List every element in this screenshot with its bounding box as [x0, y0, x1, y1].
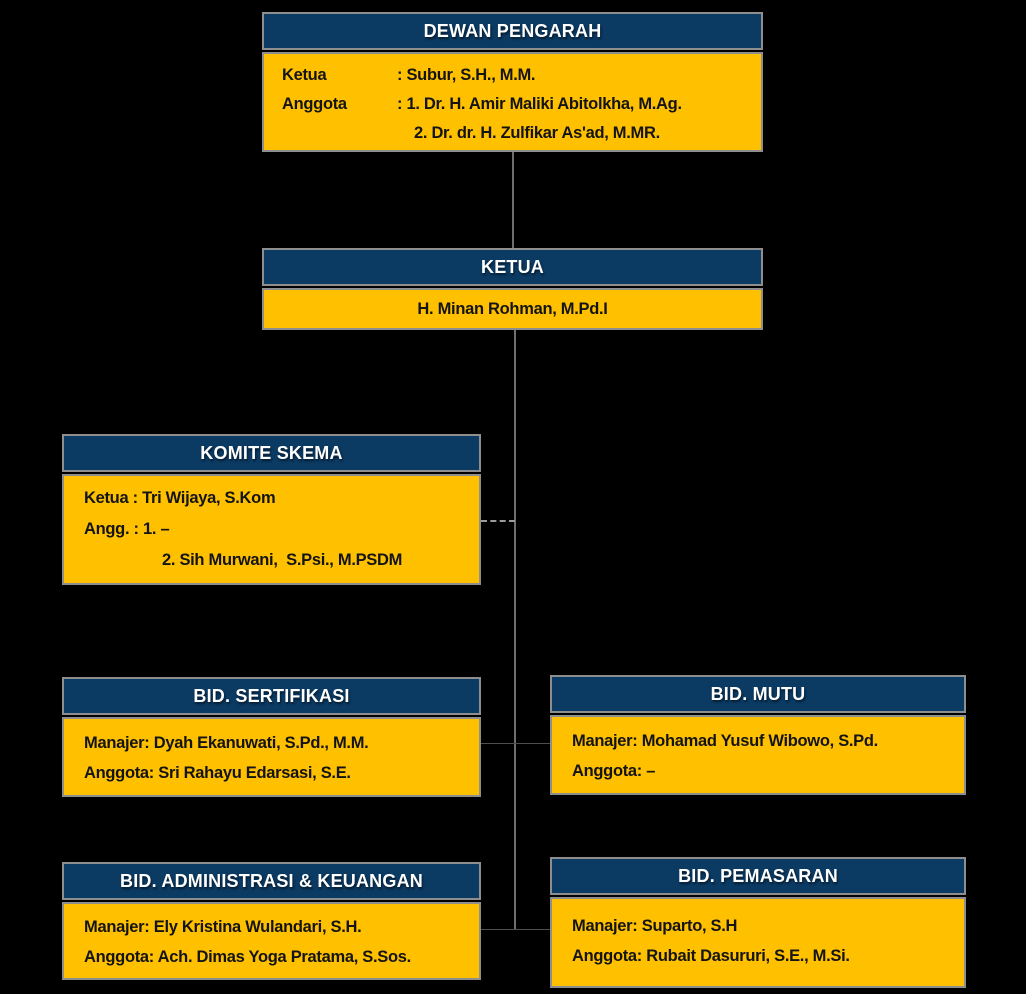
connector-branch-bid-row2: [480, 929, 551, 930]
box-dewan-pengarah-header: DEWAN PENGARAH: [262, 12, 763, 50]
member-name: : Subur, S.H., M.M.: [397, 66, 536, 84]
connector-dashed-komite-skema: [481, 520, 515, 522]
box-bid-sertifikasi-header: BID. SERTIFIKASI: [62, 677, 481, 715]
connector-trunk: [514, 330, 516, 930]
box-bid-mutu-header: BID. MUTU: [550, 675, 966, 713]
member-row: Anggota : 1. Dr. H. Amir Maliki Abitolkh…: [282, 90, 743, 119]
member-role-label: [282, 119, 397, 148]
box-ketua: KETUA H. Minan Rohman, M.Pd.I: [262, 248, 763, 330]
box-bid-sertifikasi-title: BID. SERTIFIKASI: [193, 685, 350, 706]
member-role-label: Anggota: [282, 95, 347, 113]
member-name: H. Minan Rohman, M.Pd.I: [417, 299, 608, 318]
box-bid-pemasaran-title: BID. PEMASARAN: [678, 865, 838, 886]
member-name: : 1. Dr. H. Amir Maliki Abitolkha, M.Ag.: [397, 95, 682, 113]
member-line: 2. Sih Murwani, S.Psi., M.PSDM: [162, 551, 403, 569]
member-line: Anggota: Sri Rahayu Edarsasi, S.E.: [84, 764, 351, 782]
member-line: Angg. : 1. –: [84, 520, 170, 538]
box-bid-pemasaran-body: Manajer: Suparto, S.H Anggota: Rubait Da…: [550, 897, 966, 988]
member-name: 2. Dr. dr. H. Zulfikar As'ad, M.MR.: [414, 124, 660, 142]
box-bid-mutu-title: BID. MUTU: [710, 683, 806, 704]
box-komite-skema: KOMITE SKEMA Ketua : Tri Wijaya, S.Kom A…: [62, 434, 481, 585]
box-ketua-header: KETUA: [262, 248, 763, 286]
member-row: 2. Dr. dr. H. Zulfikar As'ad, M.MR.: [282, 119, 743, 148]
member-line: Ketua : Tri Wijaya, S.Kom: [84, 489, 276, 507]
connector-branch-bid-row1: [480, 743, 551, 744]
box-bid-administrasi-keuangan: BID. ADMINISTRASI & KEUANGAN Manajer: El…: [62, 862, 481, 980]
box-komite-skema-body: Ketua : Tri Wijaya, S.Kom Angg. : 1. – 2…: [62, 474, 481, 585]
box-bid-administrasi-keuangan-body: Manajer: Ely Kristina Wulandari, S.H. An…: [62, 902, 481, 980]
box-bid-administrasi-keuangan-title: BID. ADMINISTRASI & KEUANGAN: [120, 870, 423, 891]
member-line: Anggota: Ach. Dimas Yoga Pratama, S.Sos.: [84, 948, 411, 966]
box-ketua-title: KETUA: [481, 256, 544, 277]
box-bid-mutu-body: Manajer: Mohamad Yusuf Wibowo, S.Pd. Ang…: [550, 715, 966, 795]
box-bid-sertifikasi: BID. SERTIFIKASI Manajer: Dyah Ekanuwati…: [62, 677, 481, 797]
member-row: Ketua : Subur, S.H., M.M.: [282, 61, 743, 90]
connector-dewan-to-ketua: [512, 152, 514, 248]
box-dewan-pengarah-body: Ketua : Subur, S.H., M.M. Anggota : 1. D…: [262, 52, 763, 152]
member-line: Manajer: Mohamad Yusuf Wibowo, S.Pd.: [572, 732, 878, 750]
box-ketua-body: H. Minan Rohman, M.Pd.I: [262, 288, 763, 330]
member-line: Manajer: Suparto, S.H: [572, 917, 738, 935]
member-line: Anggota: Rubait Dasururi, S.E., M.Si.: [572, 947, 850, 965]
box-dewan-pengarah-title: DEWAN PENGARAH: [423, 20, 602, 41]
box-komite-skema-header: KOMITE SKEMA: [62, 434, 481, 472]
member-role-label: Ketua: [282, 66, 327, 84]
box-bid-pemasaran: BID. PEMASARAN Manajer: Suparto, S.H Ang…: [550, 857, 966, 988]
box-dewan-pengarah: DEWAN PENGARAH Ketua : Subur, S.H., M.M.…: [262, 12, 763, 152]
member-line: Manajer: Dyah Ekanuwati, S.Pd., M.M.: [84, 734, 369, 752]
member-line: Manajer: Ely Kristina Wulandari, S.H.: [84, 918, 362, 936]
box-bid-sertifikasi-body: Manajer: Dyah Ekanuwati, S.Pd., M.M. Ang…: [62, 717, 481, 797]
box-bid-mutu: BID. MUTU Manajer: Mohamad Yusuf Wibowo,…: [550, 675, 966, 795]
box-bid-administrasi-keuangan-header: BID. ADMINISTRASI & KEUANGAN: [62, 862, 481, 900]
box-bid-pemasaran-header: BID. PEMASARAN: [550, 857, 966, 895]
box-komite-skema-title: KOMITE SKEMA: [200, 442, 343, 463]
member-line: Anggota: –: [572, 762, 656, 780]
